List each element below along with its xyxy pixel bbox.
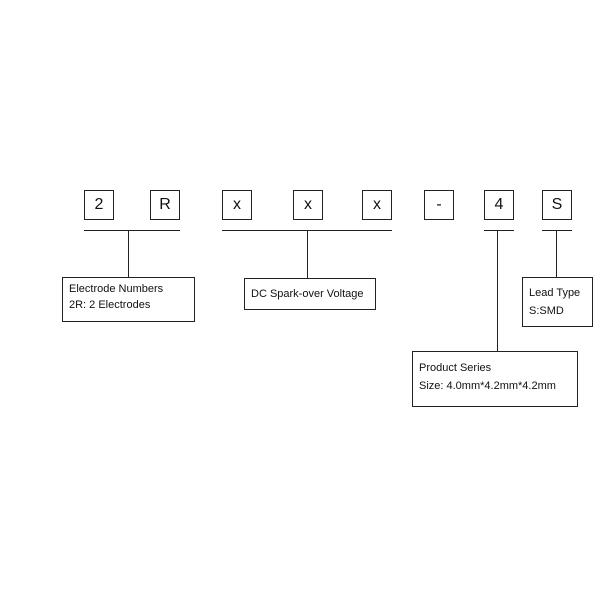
- electrode-bracket-line: [84, 230, 180, 231]
- code-char: x: [233, 196, 241, 213]
- code-box-electrode-digit: 2: [84, 190, 114, 220]
- spark-over-voltage-title: DC Spark-over Voltage: [251, 288, 364, 300]
- code-char: -: [436, 196, 442, 213]
- code-box-dash: -: [424, 190, 454, 220]
- lead-connector-line: [556, 230, 557, 277]
- lead-type-title: Lead Type: [529, 287, 581, 299]
- code-char: x: [304, 196, 312, 213]
- code-char: 4: [494, 196, 504, 213]
- code-box-electrode-letter: R: [150, 190, 180, 220]
- code-box-voltage-2: x: [293, 190, 323, 220]
- voltage-connector-line: [307, 230, 308, 278]
- spark-over-voltage-label: DC Spark-over Voltage: [244, 278, 376, 310]
- electrode-numbers-detail: 2R: 2 Electrodes: [69, 299, 151, 311]
- lead-bracket-line: [542, 230, 572, 231]
- code-char: R: [159, 196, 171, 213]
- code-char: x: [373, 196, 381, 213]
- code-char: 2: [94, 196, 104, 213]
- lead-type-label: Lead Type S:SMD: [522, 277, 593, 327]
- code-box-voltage-1: x: [222, 190, 252, 220]
- electrode-numbers-label: Electrode Numbers 2R: 2 Electrodes: [62, 277, 195, 322]
- series-connector-line: [497, 230, 498, 351]
- lead-type-detail: S:SMD: [529, 305, 564, 317]
- code-box-series: 4: [484, 190, 514, 220]
- electrode-connector-line: [128, 230, 129, 277]
- code-box-lead: S: [542, 190, 572, 220]
- series-bracket-line: [484, 230, 514, 231]
- product-series-detail: Size: 4.0mm*4.2mm*4.2mm: [419, 380, 556, 392]
- code-char: S: [551, 196, 563, 213]
- code-box-voltage-3: x: [362, 190, 392, 220]
- product-series-label: Product Series Size: 4.0mm*4.2mm*4.2mm: [412, 351, 578, 407]
- product-series-title: Product Series: [419, 362, 492, 374]
- electrode-numbers-title: Electrode Numbers: [69, 283, 164, 295]
